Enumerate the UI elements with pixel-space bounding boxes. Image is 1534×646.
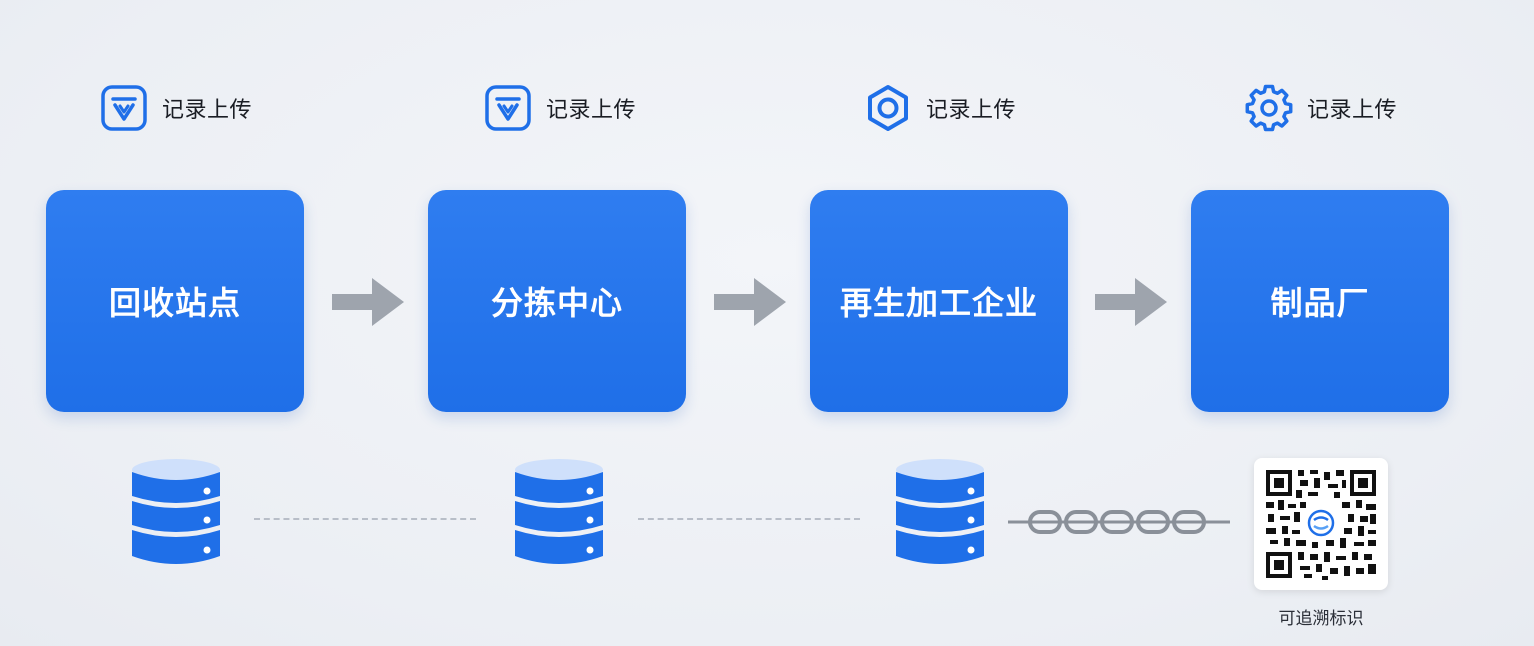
shield-check-icon [484, 84, 532, 132]
stage-3-box[interactable]: 再生加工企业 [810, 190, 1068, 412]
qr-caption: 可追溯标识 [1278, 609, 1364, 629]
stage-1-label-group: 记录上传 [100, 84, 252, 132]
stage-2-box[interactable]: 分拣中心 [428, 190, 686, 412]
hexagon-ring-icon [864, 84, 912, 132]
flow-arrow-1 [332, 278, 404, 326]
dashed-connector-2 [638, 518, 860, 520]
dashed-connector-1 [254, 518, 476, 520]
stage-4-label: 记录上传 [1307, 98, 1398, 123]
stage-4-label-group: 记录上传 [1245, 84, 1397, 132]
shield-check-icon [100, 84, 148, 132]
stage-1-box[interactable]: 回收站点 [46, 190, 304, 412]
database-icon [132, 459, 220, 564]
database-icon [896, 459, 984, 564]
stage-3-label: 记录上传 [926, 98, 1017, 123]
stage-1-name: 回收站点 [108, 284, 241, 322]
stage-4-name: 制品厂 [1270, 284, 1370, 322]
database-icon [515, 459, 603, 564]
stage-2-label: 记录上传 [546, 98, 637, 123]
gear-icon [1245, 84, 1293, 132]
qr-code[interactable] [1254, 458, 1388, 590]
flow-arrow-2 [714, 278, 786, 326]
stage-2-name: 分拣中心 [490, 284, 623, 322]
flow-arrow-3 [1095, 278, 1167, 326]
qr-code-icon [1266, 470, 1376, 580]
stage-4-box[interactable]: 制品厂 [1191, 190, 1449, 412]
stage-3-label-group: 记录上传 [864, 84, 1016, 132]
chain-link-icon [1008, 510, 1230, 534]
stage-2-label-group: 记录上传 [484, 84, 636, 132]
stage-1-label: 记录上传 [162, 98, 253, 123]
stage-3-name: 再生加工企业 [839, 284, 1038, 322]
